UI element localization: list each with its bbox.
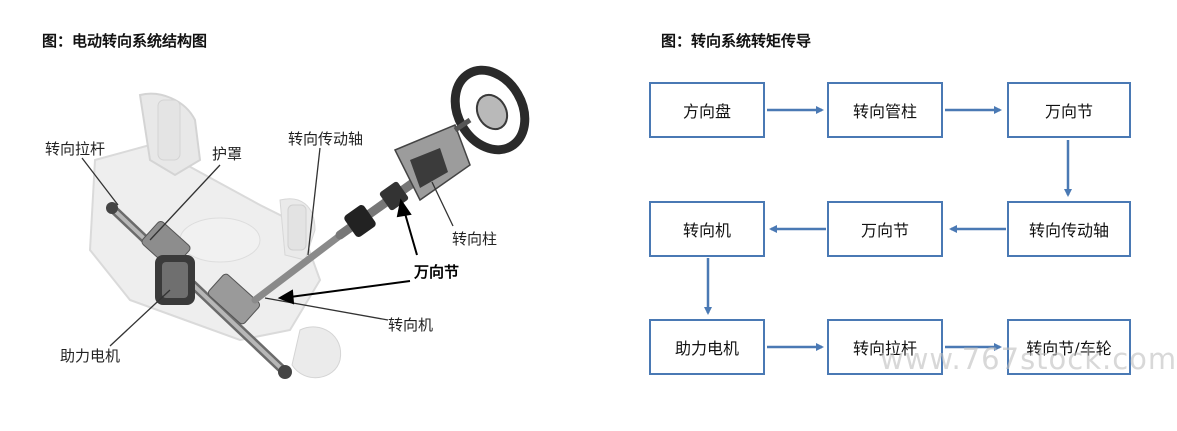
callout-boot: 护罩	[212, 145, 243, 163]
flow-box-steering-column: 转向管柱	[827, 82, 943, 138]
steering-rack	[106, 202, 292, 379]
right-panel-title: 图：转向系统转矩传导	[661, 32, 812, 50]
callout-tie-rod: 转向拉杆	[45, 140, 106, 158]
callout-steering-gear: 转向机	[388, 316, 434, 334]
flow-box-tie-rod: 转向拉杆	[827, 319, 943, 375]
flow-box-universal-joint-2: 万向节	[827, 201, 943, 257]
left-panel-title: 图：电动转向系统结构图	[42, 32, 208, 50]
callout-leader-lines	[81, 147, 454, 347]
flow-box-intermediate-shaft: 转向传动轴	[1007, 201, 1131, 257]
callout-intermediate-shaft: 转向传动轴	[288, 130, 364, 148]
flow-box-steering-gear: 转向机	[649, 201, 765, 257]
watermark: www.767stock.com	[880, 342, 1177, 376]
universal-joint-arrows	[277, 198, 418, 305]
assist-motor	[155, 255, 195, 305]
steering-system-illustration	[81, 65, 530, 379]
flow-box-knuckle-wheel: 转向节/车轮	[1007, 319, 1131, 375]
steering-wheel	[450, 65, 530, 155]
flow-box-assist-motor: 助力电机	[649, 319, 765, 375]
flow-box-steering-wheel: 方向盘	[649, 82, 765, 138]
callout-steering-column: 转向柱	[452, 230, 498, 248]
flow-box-universal-joint-1: 万向节	[1007, 82, 1131, 138]
callout-universal-joint: 万向节	[414, 263, 460, 281]
callout-assist-motor: 助力电机	[60, 347, 121, 365]
